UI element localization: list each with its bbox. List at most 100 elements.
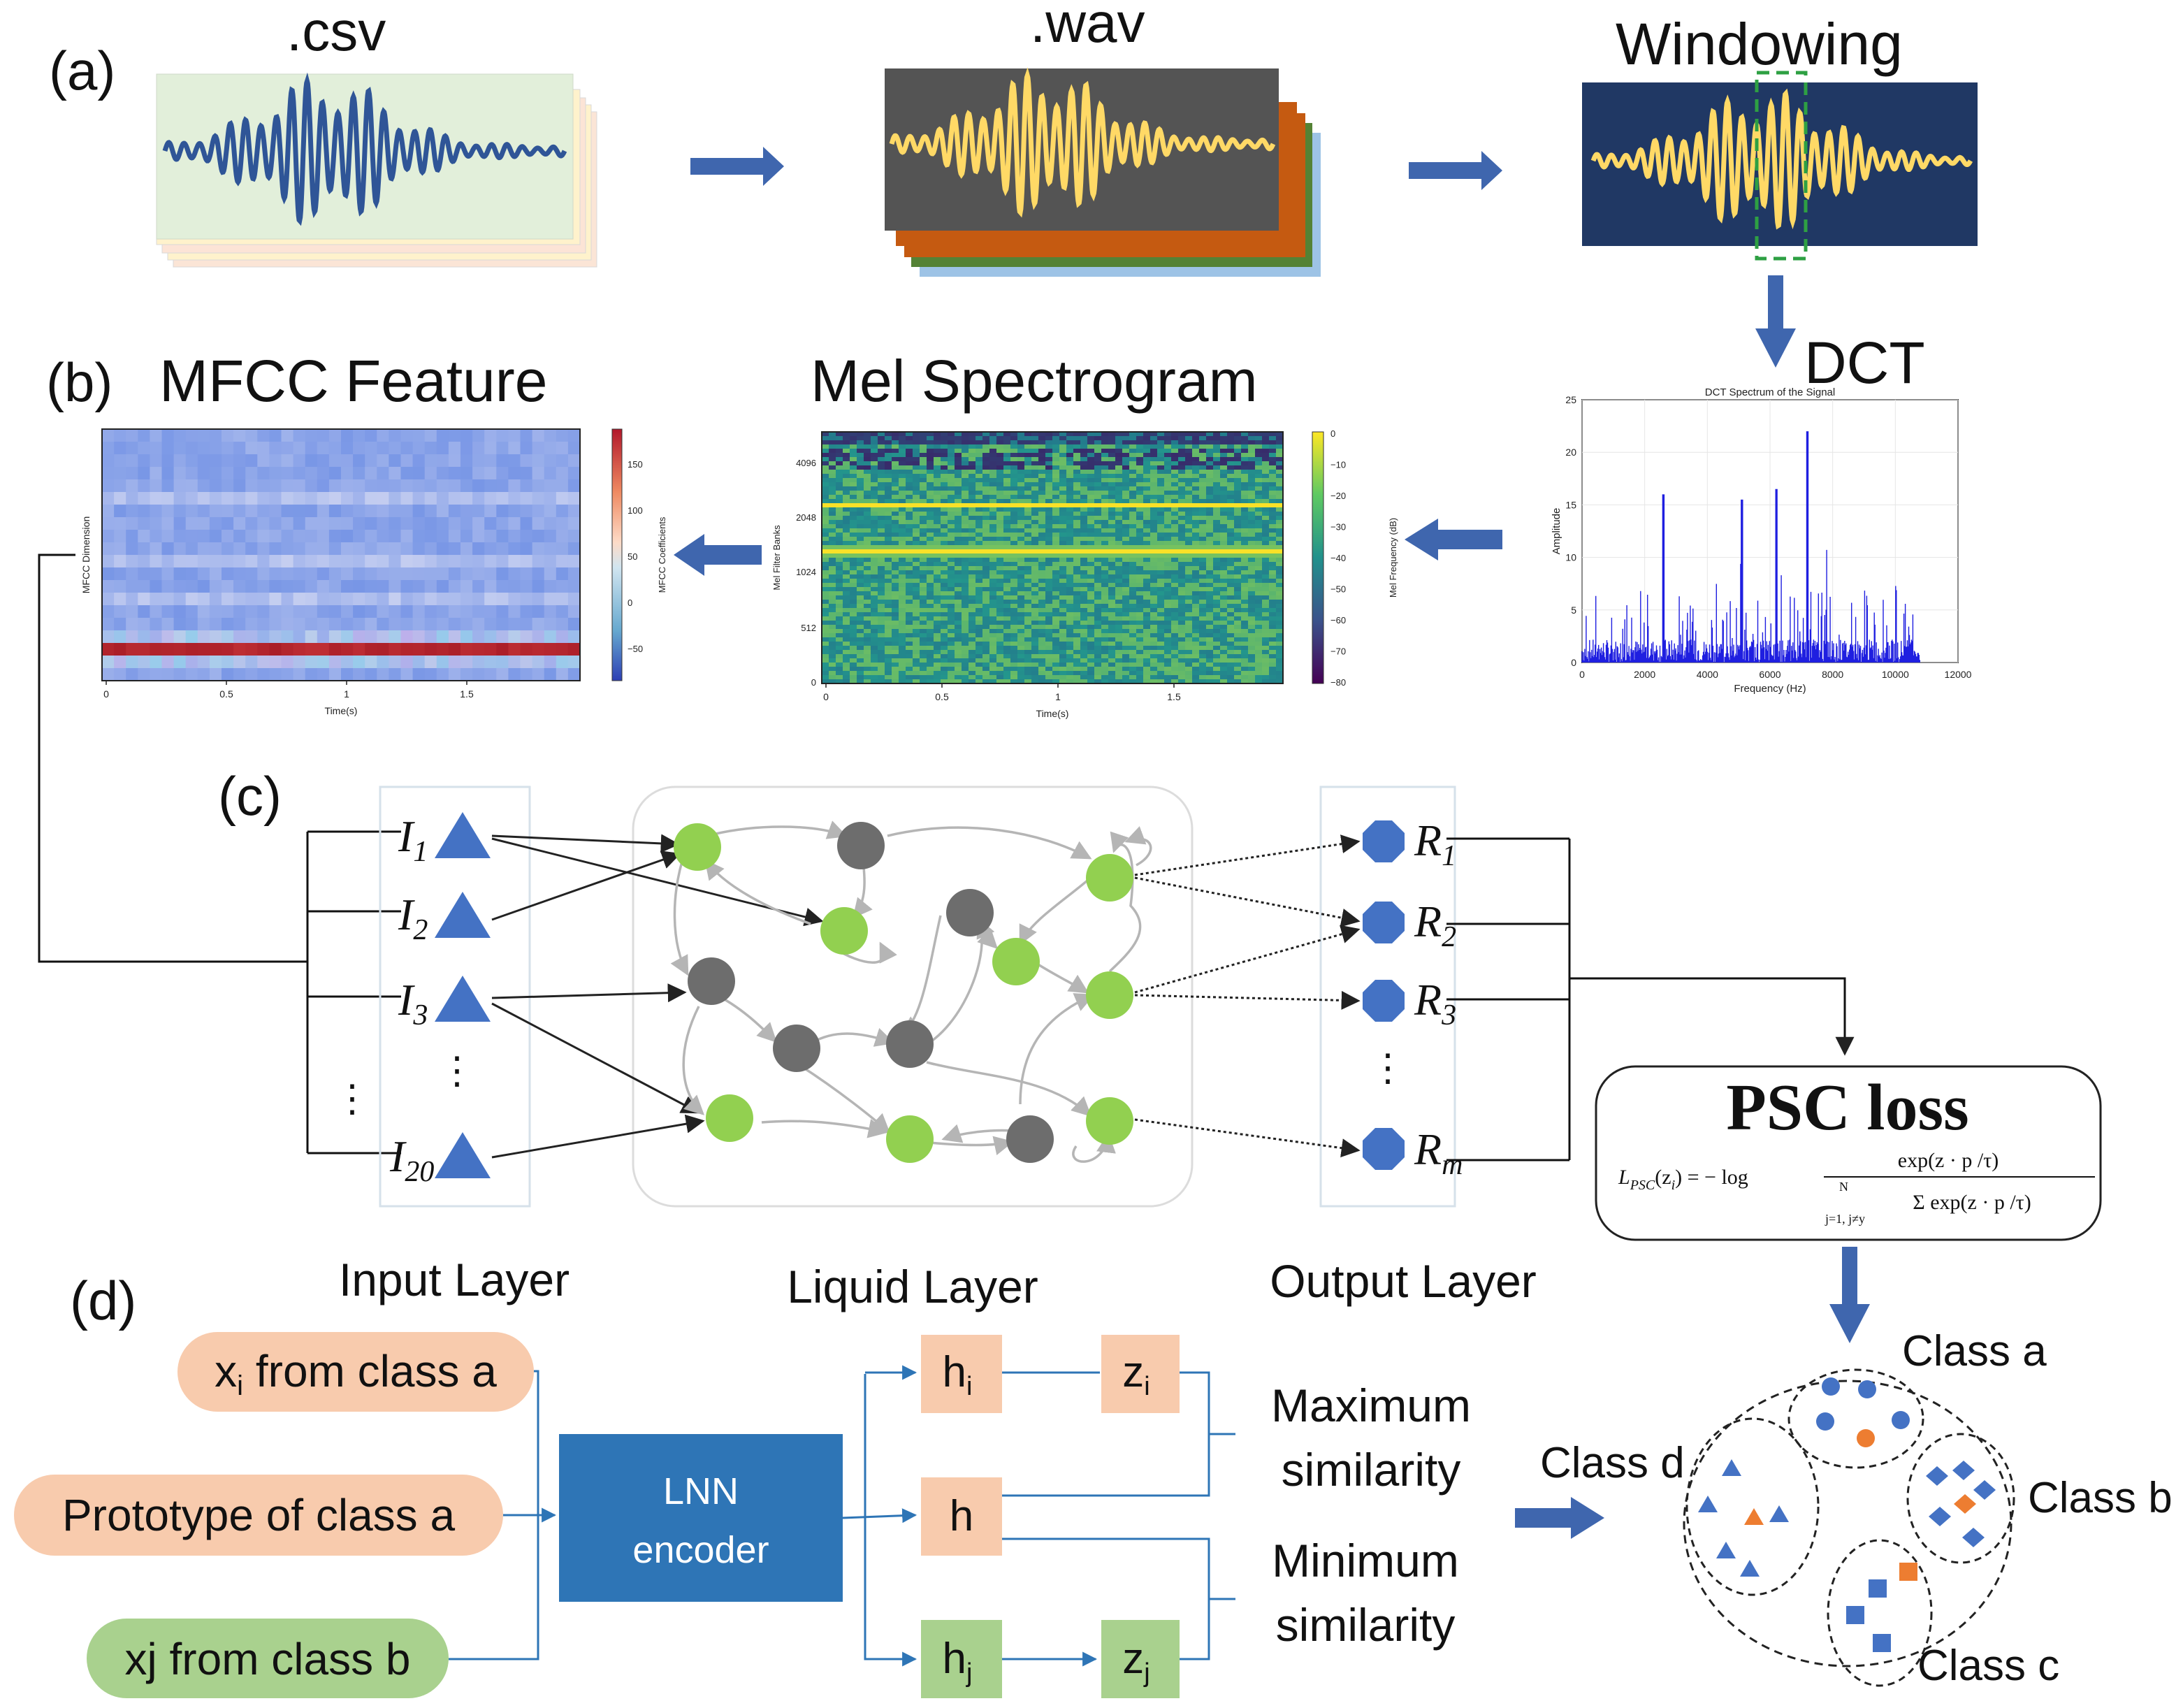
mel-cell xyxy=(1150,512,1158,516)
mfcc-cell xyxy=(257,505,270,518)
h-i-box: hi xyxy=(921,1335,1002,1413)
mfcc-cell xyxy=(472,429,485,442)
mel-cell xyxy=(1171,461,1179,466)
mel-cell xyxy=(1059,436,1067,441)
mfcc-cell xyxy=(341,567,354,581)
mel-cell xyxy=(1080,566,1088,571)
mel-cell xyxy=(1276,663,1283,667)
mel-cell xyxy=(1066,528,1074,533)
mel-cell xyxy=(892,566,899,571)
mel-cell xyxy=(1122,457,1130,462)
mel-cell xyxy=(843,650,850,655)
mfcc-cell xyxy=(448,656,461,669)
mel-cell xyxy=(948,646,955,651)
mel-cell xyxy=(1276,449,1283,454)
mfcc-cell xyxy=(257,555,270,568)
mel-cell xyxy=(878,671,885,676)
mfcc-cell xyxy=(114,567,126,581)
mel-cell xyxy=(1227,503,1235,508)
mel-cell xyxy=(962,533,969,537)
mel-cell xyxy=(1024,549,1032,554)
mel-cell xyxy=(878,444,885,449)
mel-cell xyxy=(885,667,892,672)
mel-cell xyxy=(878,562,885,567)
mel-cell xyxy=(1017,621,1025,625)
mel-cell xyxy=(1122,600,1130,605)
mel-cell xyxy=(1122,608,1130,613)
mel-cell xyxy=(1150,549,1158,554)
mfcc-cell xyxy=(556,530,569,543)
mel-cell xyxy=(934,591,941,596)
class-d-sample xyxy=(1740,1560,1760,1577)
mel-cell xyxy=(1262,457,1270,462)
mel-cell xyxy=(1031,667,1039,672)
mel-cell xyxy=(1080,629,1088,634)
mfcc-cell xyxy=(412,593,426,606)
mel-cell xyxy=(1024,591,1032,596)
mel-cell xyxy=(850,637,857,642)
mel-cell xyxy=(836,591,843,596)
mel-cell xyxy=(1052,470,1060,475)
mel-cell xyxy=(1080,503,1088,508)
mfcc-cell xyxy=(114,630,126,644)
mel-cell xyxy=(1171,671,1179,676)
mel-cell xyxy=(906,436,913,441)
mel-cell xyxy=(1059,465,1067,470)
mel-cell xyxy=(1017,470,1025,475)
mel-cell xyxy=(1059,520,1067,525)
mel-cell xyxy=(941,436,948,441)
mel-cell xyxy=(1094,574,1102,579)
mel-cell xyxy=(920,432,927,437)
mfcc-cell xyxy=(328,479,342,493)
mel-cell xyxy=(850,528,857,533)
mfcc-cell xyxy=(317,454,330,468)
mfcc-cell xyxy=(150,605,163,618)
mel-cell xyxy=(934,616,941,621)
svg-text:R2: R2 xyxy=(1414,897,1456,953)
mel-cell xyxy=(1164,470,1172,475)
mel-cell xyxy=(1080,495,1088,500)
mel-cell xyxy=(906,633,913,638)
mel-cell xyxy=(1136,449,1144,454)
mel-cell xyxy=(892,440,899,445)
mel-cell xyxy=(913,444,920,449)
mel-cell xyxy=(920,461,927,466)
mel-cell xyxy=(843,440,850,445)
mfcc-cell xyxy=(377,643,389,656)
mel-cell xyxy=(1150,570,1158,575)
mel-cell xyxy=(1122,482,1130,487)
mel-cell xyxy=(864,495,871,500)
mel-cell xyxy=(1045,516,1053,521)
mel-cell xyxy=(976,595,983,600)
mel-cell xyxy=(1066,663,1074,667)
mel-cell xyxy=(871,625,878,630)
mel-cell xyxy=(927,633,934,638)
mfcc-cell xyxy=(305,593,318,606)
mel-cell xyxy=(1066,558,1074,563)
mel-cell xyxy=(885,436,892,441)
mel-cell xyxy=(941,612,948,617)
mel-cell xyxy=(1192,440,1200,445)
mel-cell xyxy=(878,574,885,579)
mel-cell xyxy=(1185,524,1193,529)
mel-cell xyxy=(920,658,927,663)
mel-cell xyxy=(1031,625,1039,630)
mel-cell xyxy=(1122,541,1130,546)
mfcc-cell xyxy=(126,517,138,530)
mel-cell xyxy=(1199,675,1207,680)
mfcc-cell xyxy=(269,467,282,480)
mfcc-cell xyxy=(556,643,569,656)
mel-cell xyxy=(1136,440,1144,445)
mel-cell xyxy=(1038,570,1046,575)
mel-cell xyxy=(1045,512,1053,516)
mel-cell xyxy=(1262,654,1270,659)
mel-cell xyxy=(850,583,857,588)
mel-cell xyxy=(969,491,976,495)
mfcc-cell xyxy=(222,505,234,518)
mel-cell xyxy=(1017,646,1025,651)
mel-cell xyxy=(1066,503,1074,508)
mel-cell xyxy=(1052,541,1060,546)
mel-cell xyxy=(976,658,983,663)
mel-cell xyxy=(899,512,906,516)
